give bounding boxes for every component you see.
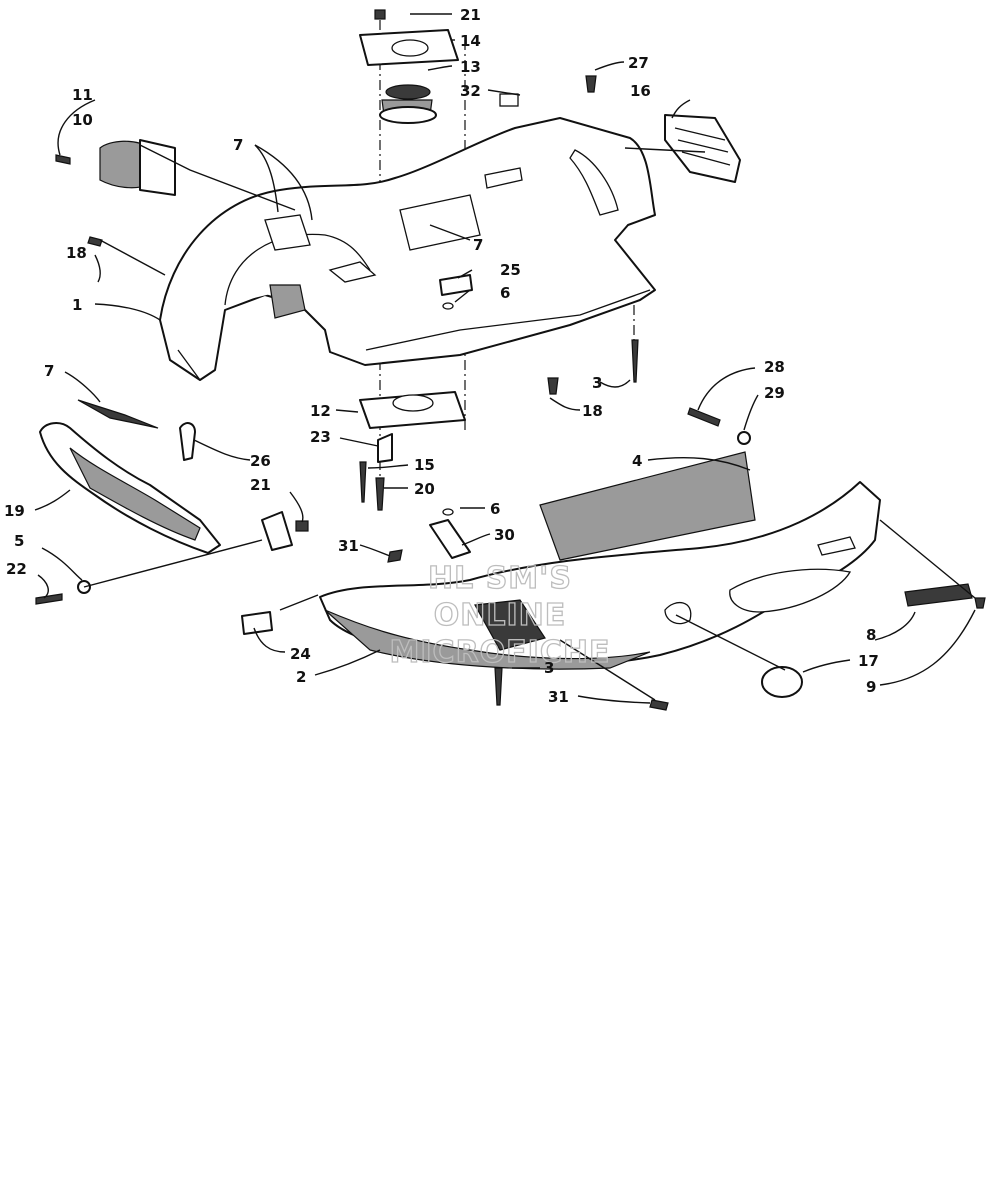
callout-31-upper: 31 [338, 537, 359, 555]
callout-6-lower: 6 [490, 500, 500, 518]
callout-8: 8 [866, 626, 876, 644]
bracket-part-30 [429, 519, 471, 559]
foam-seal-part-4 [539, 451, 756, 561]
screw-part-18-lower [547, 377, 559, 395]
callout-30: 30 [494, 526, 515, 544]
watermark-line-3: MICROFICHE [390, 635, 611, 670]
callout-7-upper-left: 7 [233, 136, 243, 154]
callout-13: 13 [460, 58, 481, 76]
callout-1: 1 [72, 296, 82, 314]
rivet-part-3-lower [494, 667, 503, 706]
callout-17: 17 [858, 652, 879, 670]
watermark: HL SM'S ONLINE MICROFICHE [389, 560, 611, 670]
callout-21-top: 21 [460, 6, 481, 24]
decal-part-7-left [77, 399, 159, 429]
screw-part-9 [974, 597, 986, 609]
callout-25: 25 [500, 261, 521, 279]
callout-21-lower: 21 [250, 476, 271, 494]
mount-plate-part-14 [359, 29, 459, 66]
bolt-part-28 [687, 407, 721, 427]
callout-15: 15 [414, 456, 435, 474]
callout-7-left: 7 [44, 362, 54, 380]
callout-26: 26 [250, 452, 271, 470]
clip-part-24 [241, 611, 273, 635]
screw-part-18-upper [87, 236, 103, 247]
callout-24: 24 [290, 645, 311, 663]
callout-28: 28 [764, 358, 785, 376]
nut-part-21-lower [295, 520, 309, 532]
hardware-parts [35, 75, 986, 711]
callout-14: 14 [460, 32, 481, 50]
reflector-part-8 [904, 583, 973, 607]
vent-grille-part-16 [664, 114, 741, 183]
bolt-part-22 [35, 593, 63, 605]
washer-part-6-upper [442, 302, 454, 310]
belly-pan-part-2 [319, 481, 881, 670]
callout-23: 23 [310, 428, 331, 446]
callout-20: 20 [414, 480, 435, 498]
callout-12: 12 [310, 402, 331, 420]
callout-3-upper: 3 [592, 374, 602, 392]
washer-part-6-lower [442, 508, 454, 516]
callout-labels: 21 14 13 27 32 16 11 10 7 7 18 25 6 1 7 … [4, 6, 879, 706]
callout-32: 32 [460, 82, 481, 100]
washer-part-29 [737, 431, 751, 445]
callout-29: 29 [764, 384, 785, 402]
callout-4: 4 [632, 452, 642, 470]
watermark-line-2: ONLINE [434, 598, 567, 633]
boot-part-13 [379, 84, 437, 124]
callout-22: 22 [6, 560, 27, 578]
callout-2: 2 [296, 668, 306, 686]
gasket-part-32 [499, 93, 519, 107]
callout-6-upper: 6 [500, 284, 510, 302]
mount-plate-part-12 [359, 391, 466, 429]
callout-27: 27 [628, 54, 649, 72]
callout-19: 19 [4, 502, 25, 520]
rivet-part-15 [359, 461, 367, 503]
nut-part-21-top [374, 9, 386, 20]
callout-18-lower: 18 [582, 402, 603, 420]
screw-part-31-upper [387, 549, 403, 563]
leader-lines [34, 13, 976, 704]
bolt-part-20 [375, 477, 385, 511]
clamp-part-26 [179, 422, 196, 461]
screw-part-11 [55, 154, 71, 165]
callout-7-center: 7 [473, 236, 483, 254]
headlight-part-10 [99, 139, 176, 196]
screw-part-31-lower [649, 699, 669, 711]
plate-part-21-right [261, 511, 293, 551]
callout-16: 16 [630, 82, 651, 100]
watermark-line-1: HL SM'S [428, 561, 572, 596]
plug-part-17 [761, 666, 803, 698]
callout-9: 9 [866, 678, 876, 696]
bracket-part-23 [377, 433, 393, 463]
screw-part-27 [585, 75, 597, 93]
callout-3-lower: 3 [544, 659, 554, 677]
callout-18-upper: 18 [66, 244, 87, 262]
callout-11: 11 [72, 86, 93, 104]
bumper-part-19 [39, 422, 221, 554]
callout-5: 5 [14, 532, 24, 550]
callout-10: 10 [72, 111, 93, 129]
rivet-part-3-upper [631, 339, 639, 383]
callout-31-lower: 31 [548, 688, 569, 706]
nose-pan-part-1 [159, 117, 656, 381]
